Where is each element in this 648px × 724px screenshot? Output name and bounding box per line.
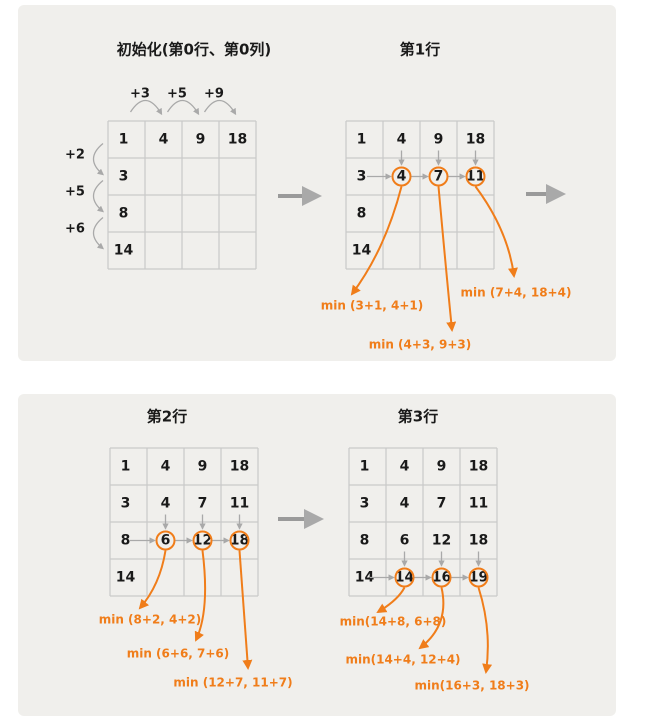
- highlight-circle: [428, 166, 449, 187]
- cell-value: 4: [400, 459, 410, 475]
- cell-value: 18: [230, 459, 249, 475]
- cell-value: 3: [119, 169, 129, 185]
- cell-value: 4: [161, 496, 171, 512]
- formula-arrow: [138, 550, 167, 610]
- cell-value: 3: [360, 496, 370, 512]
- title-row1: 第1行: [400, 41, 440, 59]
- cell-value: 1: [121, 459, 131, 475]
- cell-value: 11: [466, 169, 485, 185]
- col-increment: +5: [167, 87, 187, 102]
- title-row2: 第2行: [147, 408, 187, 426]
- cell-value: 14: [114, 243, 134, 259]
- row-increment: +5: [65, 185, 85, 200]
- cell-value: 18: [228, 132, 247, 148]
- formula: min(14+4, 12+4): [345, 653, 460, 667]
- grid-init: [107, 120, 257, 270]
- formula: min (8+2, 4+2): [99, 613, 202, 627]
- cell-value: 7: [437, 496, 447, 512]
- cell-value: 12: [432, 533, 451, 549]
- increment-arrow: [129, 99, 163, 116]
- cell-value: 9: [434, 132, 444, 148]
- formula: min (12+7, 11+7): [173, 676, 292, 690]
- cell-value: 11: [469, 496, 488, 512]
- formula: min(16+3, 18+3): [414, 679, 529, 693]
- highlight-circle: [155, 530, 176, 551]
- formula: min (4+3, 9+3): [369, 338, 472, 352]
- highlight-circle: [391, 166, 412, 187]
- cell-value: 7: [198, 496, 208, 512]
- cell-value: 14: [116, 570, 136, 586]
- formula-arrow: [350, 186, 403, 296]
- title-row3: 第3行: [398, 408, 438, 426]
- cell-value: 9: [198, 459, 208, 475]
- cell-value: 18: [469, 459, 488, 475]
- cell-value: 6: [161, 533, 171, 549]
- increment-arrow: [166, 99, 200, 116]
- cell-value: 1: [360, 459, 370, 475]
- cell-value: 4: [159, 132, 169, 148]
- cell-value: 19: [469, 570, 488, 586]
- grid-row2: [109, 447, 259, 597]
- cell-value: 1: [357, 132, 367, 148]
- cell-value: 9: [437, 459, 447, 475]
- col-increment: +9: [204, 87, 224, 102]
- cell-value: 4: [397, 169, 407, 185]
- highlight-circle: [394, 567, 415, 588]
- cell-value: 4: [161, 459, 171, 475]
- cell-value: 11: [230, 496, 249, 512]
- formula-arrow: [477, 587, 493, 674]
- cell-value: 8: [360, 533, 370, 549]
- cell-value: 12: [193, 533, 212, 549]
- cell-value: 18: [469, 533, 488, 549]
- formula: min (6+6, 7+6): [127, 647, 230, 661]
- formula-arrow: [194, 550, 207, 642]
- row-increment: +2: [65, 148, 85, 163]
- cell-value: 6: [400, 533, 410, 549]
- col-increment: +3: [130, 87, 150, 102]
- highlight-circle: [468, 567, 489, 588]
- cell-value: 4: [397, 132, 407, 148]
- cell-value: 7: [434, 169, 444, 185]
- increment-arrow: [92, 142, 105, 176]
- cell-value: 4: [400, 496, 410, 512]
- increment-arrow: [92, 179, 105, 213]
- highlight-circle: [465, 166, 486, 187]
- cell-value: 8: [119, 206, 129, 222]
- cell-value: 14: [395, 570, 415, 586]
- formula: min (3+1, 4+1): [321, 299, 424, 313]
- increment-arrow: [203, 99, 237, 116]
- cell-value: 3: [357, 169, 367, 185]
- formula-arrow: [238, 550, 253, 670]
- formula: min (7+4, 18+4): [461, 286, 572, 300]
- formula-arrow: [474, 185, 518, 278]
- grid-row1: [345, 120, 495, 270]
- cell-value: 1: [119, 132, 129, 148]
- grid-row3: [348, 447, 498, 597]
- formula-arrow: [437, 186, 457, 332]
- cell-value: 16: [432, 570, 451, 586]
- formula-arrow: [418, 587, 445, 650]
- row-increment: +6: [65, 222, 85, 237]
- cell-value: 8: [357, 206, 367, 222]
- cell-value: 14: [352, 243, 372, 259]
- cell-value: 18: [230, 533, 249, 549]
- title-init: 初始化(第0行、第0列): [117, 41, 272, 59]
- cell-value: 9: [196, 132, 206, 148]
- cell-value: 14: [355, 570, 375, 586]
- cell-value: 3: [121, 496, 131, 512]
- highlight-circle: [192, 530, 213, 551]
- formula-arrow: [376, 587, 406, 614]
- cell-value: 8: [121, 533, 131, 549]
- cell-value: 18: [466, 132, 485, 148]
- formula: min(14+8, 6+8): [340, 615, 447, 629]
- highlight-circle: [229, 530, 250, 551]
- highlight-circle: [431, 567, 452, 588]
- increment-arrow: [92, 216, 105, 250]
- panel-top: [18, 5, 616, 361]
